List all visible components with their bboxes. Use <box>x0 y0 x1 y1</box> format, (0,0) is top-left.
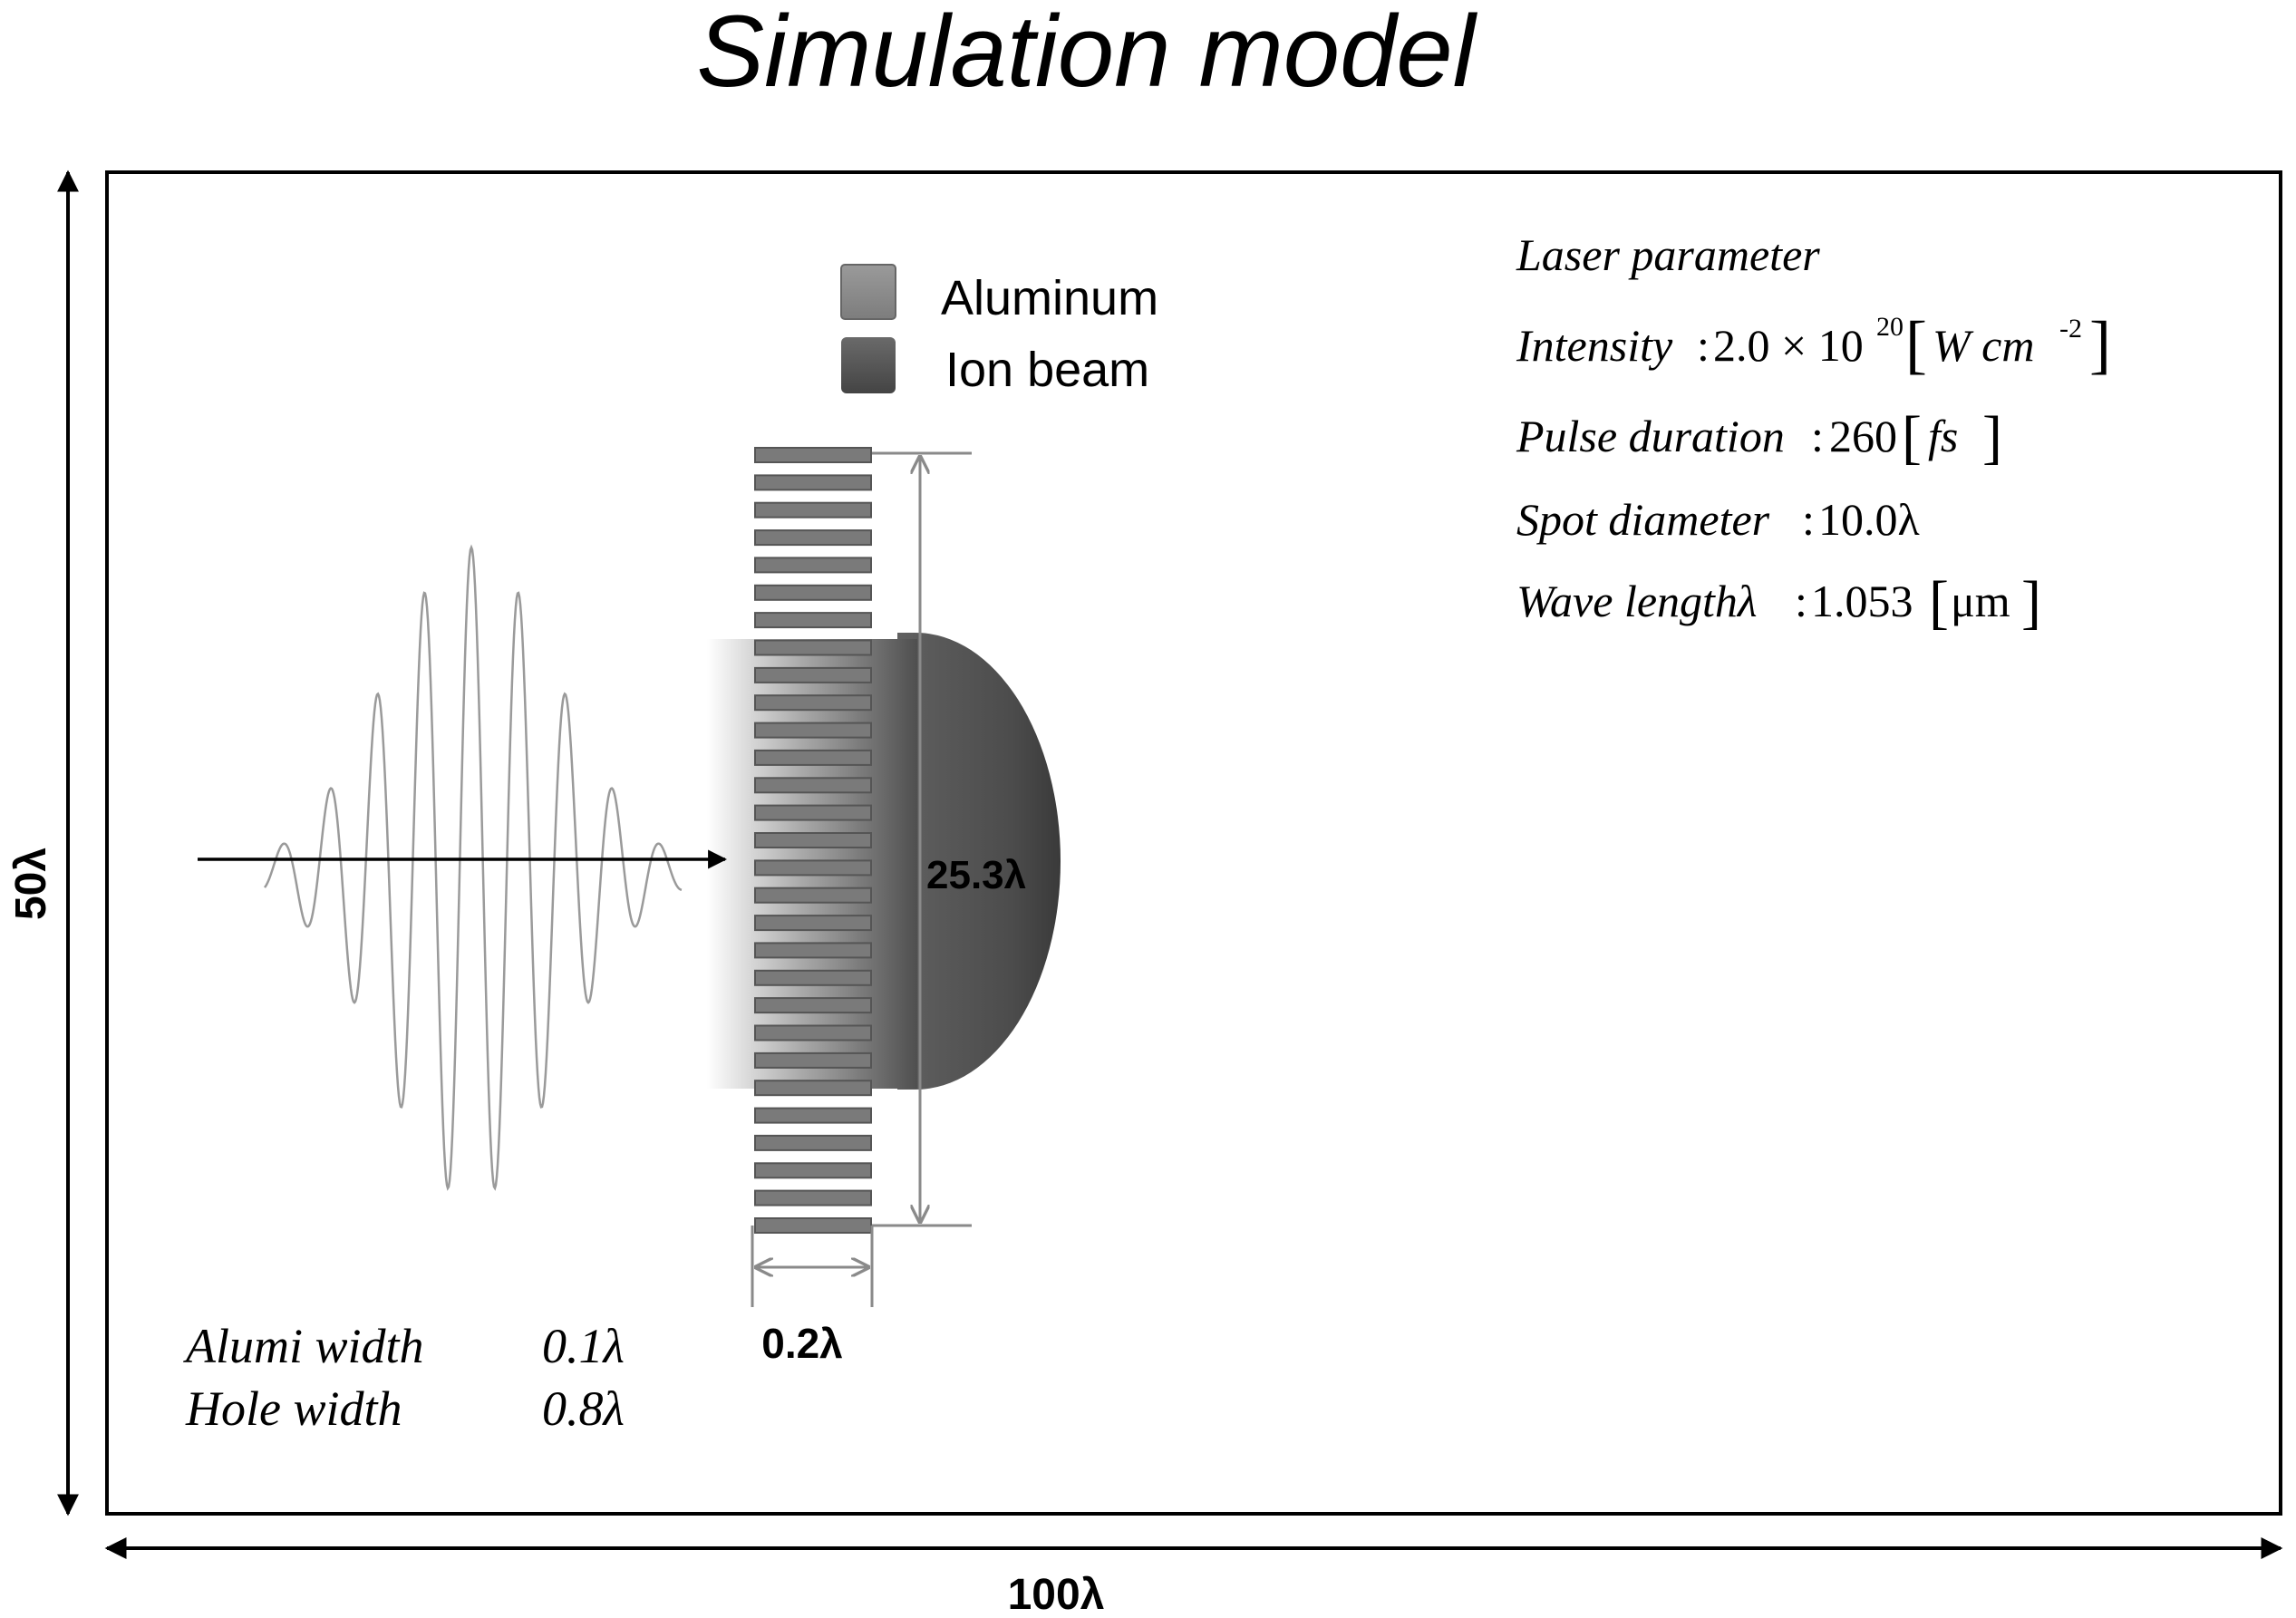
param-wave-length-value: 1.053 <box>1811 576 1913 626</box>
param-intensity-exponent: 20 <box>1876 312 1904 342</box>
aluminum-bar <box>754 474 872 491</box>
param-intensity-name: Intensity <box>1516 320 1673 371</box>
aluminum-bar <box>754 694 872 712</box>
thickness-dimension <box>751 1226 874 1307</box>
legend-aluminum-swatch <box>840 264 896 320</box>
param-pulse-duration-name: Pulse duration <box>1516 411 1785 461</box>
laser-parameter-heading: Laser parameter <box>1516 229 1820 280</box>
simulation-box <box>105 170 2282 1516</box>
param-wave-length-name: Wave lengthλ <box>1516 576 1758 626</box>
aluminum-bar <box>754 639 872 656</box>
alumi-width-label: Alumi width <box>183 1319 424 1373</box>
param-intensity-unit: W cm <box>1933 320 2034 371</box>
param-spot-diameter-name: Spot diameter <box>1516 494 1770 545</box>
aluminum-bar <box>754 1080 872 1097</box>
param-spot-diameter: Spot diameter : 10.0λ <box>1516 494 1920 545</box>
page-title: Simulation model <box>696 0 1477 108</box>
svg-text:]: ] <box>2089 308 2111 381</box>
svg-text:[: [ <box>1902 404 1922 470</box>
param-pulse-duration-value: 260 <box>1829 411 1897 461</box>
aluminum-bar <box>754 722 872 739</box>
aluminum-bar <box>754 1051 872 1069</box>
svg-text:]: ] <box>2021 569 2041 635</box>
param-intensity: Intensity : 2.0 × 10 20 [ W cm -2 ] <box>1516 308 2111 381</box>
legend-ion-beam-label: Ion beam <box>945 343 1149 397</box>
param-intensity-unit-exponent: -2 <box>2059 314 2082 344</box>
thickness-label: 0.2λ <box>761 1320 843 1367</box>
aluminum-bar <box>754 1162 872 1179</box>
alumi-width-value: 0.1λ <box>542 1319 625 1373</box>
legend-aluminum-label: Aluminum <box>941 271 1158 325</box>
aluminum-bar <box>754 557 872 574</box>
aluminum-bar <box>754 997 872 1014</box>
param-intensity-value: 2.0 × 10 <box>1713 320 1864 371</box>
aluminum-bar <box>754 832 872 848</box>
hole-width-value: 0.8λ <box>542 1381 625 1436</box>
param-pulse-duration-unit: fs <box>1928 411 1958 461</box>
laser-parameters: Laser parameter Intensity : 2.0 × 10 20 … <box>1516 229 2111 635</box>
aluminum-bar <box>754 1189 872 1206</box>
aluminum-bar <box>754 887 872 904</box>
svg-text:]: ] <box>1982 404 2002 470</box>
aluminum-bar <box>754 777 872 794</box>
aluminum-bar <box>754 804 872 821</box>
aluminum-bar <box>754 501 872 518</box>
target-geometry: Alumi width 0.1λ Hole width 0.8λ <box>183 1319 625 1436</box>
param-wave-length: Wave lengthλ : 1.053 [ μm ] <box>1516 569 2041 635</box>
svg-text::: : <box>1802 494 1815 545</box>
svg-text:[: [ <box>1905 308 1927 381</box>
aluminum-bar <box>754 612 872 629</box>
aluminum-bar <box>754 942 872 959</box>
aluminum-bar <box>754 1024 872 1042</box>
height-label: 50λ <box>7 848 55 920</box>
aluminum-bar <box>754 749 872 766</box>
aluminum-bar <box>754 1107 872 1124</box>
param-pulse-duration: Pulse duration : 260 [ fs ] <box>1516 404 2002 470</box>
aluminum-bar <box>754 584 872 601</box>
aluminum-bar <box>754 529 872 547</box>
svg-text::: : <box>1697 320 1710 371</box>
aluminum-bar <box>754 447 872 463</box>
svg-text::: : <box>1795 576 1807 626</box>
param-wave-length-unit: μm <box>1951 576 2010 626</box>
aluminum-target <box>754 447 872 1234</box>
hole-width-label: Hole width <box>185 1381 402 1436</box>
ion-beam-dome <box>897 633 1061 1090</box>
aluminum-bar <box>754 915 872 932</box>
aluminum-bar <box>754 1217 872 1234</box>
svg-text:[: [ <box>1929 569 1949 635</box>
laser-pulse-wave <box>263 544 683 1191</box>
width-label: 100λ <box>1008 1571 1105 1613</box>
aluminum-bar <box>754 859 872 877</box>
beam-height-label: 25.3λ <box>926 853 1026 897</box>
aluminum-bar <box>754 666 872 683</box>
param-spot-diameter-value: 10.0λ <box>1818 494 1920 545</box>
beam-height-dimension <box>872 451 972 1227</box>
legend-ion-beam-swatch <box>841 337 896 393</box>
aluminum-bar <box>754 1134 872 1151</box>
aluminum-bar <box>754 969 872 986</box>
svg-text::: : <box>1811 411 1824 461</box>
